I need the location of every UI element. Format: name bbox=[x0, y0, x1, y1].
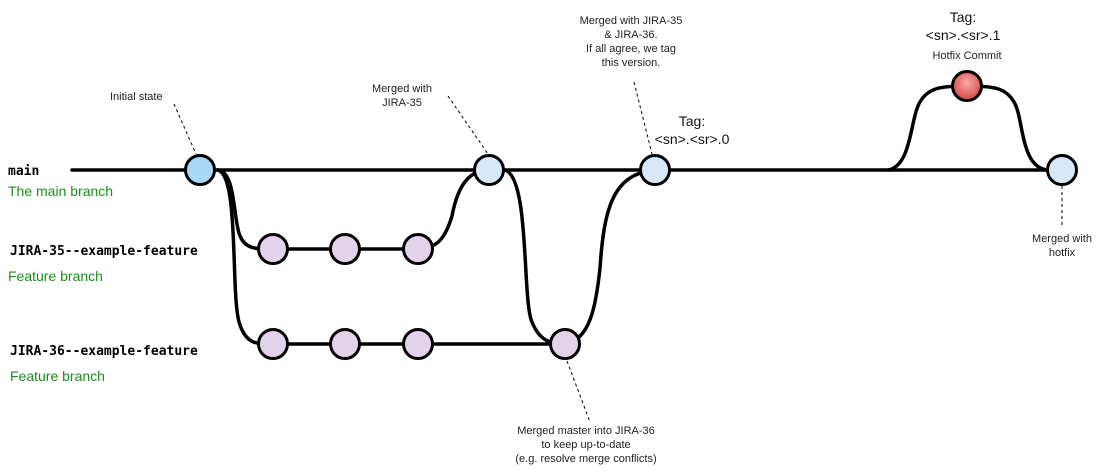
merged-hotfix-note-line2: hotfix bbox=[1049, 247, 1076, 259]
jira36-branch-name: JIRA-36--example-feature bbox=[10, 344, 198, 359]
merged-jira35-36-leader bbox=[633, 81, 653, 155]
main-into-jira36-line bbox=[503, 168, 567, 346]
merged-jira35-leader bbox=[447, 95, 489, 155]
merge-hotfix-commit bbox=[1046, 154, 1078, 186]
tag-0-label: Tag: bbox=[679, 113, 705, 129]
jira35-commit-3 bbox=[402, 233, 434, 265]
jira36-into-main-line bbox=[563, 168, 657, 346]
merged-hotfix-note-line1: Merged with bbox=[1032, 233, 1092, 245]
tag-1-version: <sn>.<sr>.1 bbox=[926, 27, 1001, 43]
initial-commit bbox=[184, 154, 216, 186]
jira36-merge-master-commit bbox=[549, 328, 581, 360]
initial-state-leader bbox=[173, 103, 197, 155]
merged-jira35-36-note-line4: this version. bbox=[602, 57, 661, 69]
merged-master-note-line2: to keep up-to-date bbox=[541, 439, 630, 451]
main-branch-description: The main branch bbox=[8, 183, 113, 199]
initial-state-note: Initial state bbox=[110, 91, 163, 103]
jira36-commit-3 bbox=[402, 328, 434, 360]
jira35-branch-name: JIRA-35--example-feature bbox=[10, 244, 198, 259]
merged-jira35-36-note-line3: If all agree, we tag bbox=[586, 43, 676, 55]
tag-0-commit bbox=[639, 154, 671, 186]
tag-0-version: <sn>.<sr>.0 bbox=[655, 131, 730, 147]
merged-master-leader bbox=[566, 360, 591, 423]
jira36-commit-1 bbox=[257, 328, 289, 360]
merged-jira35-note-line2: JIRA-35 bbox=[382, 97, 422, 109]
merged-master-note-line1: Merged master into JIRA-36 bbox=[517, 425, 655, 437]
hotfix-commit bbox=[951, 70, 983, 102]
jira36-commit-2 bbox=[329, 328, 361, 360]
hotfix-commit-label: Hotfix Commit bbox=[932, 50, 1001, 62]
jira35-commit-2 bbox=[329, 233, 361, 265]
jira36-branch-description: Feature branch bbox=[10, 368, 105, 384]
merged-jira35-36-note-line1: Merged with JIRA-35 bbox=[580, 15, 683, 27]
tag-1-label: Tag: bbox=[950, 9, 976, 25]
merged-jira35-36-note-line2: & JIRA-36. bbox=[604, 29, 657, 41]
merged-master-note-line3: (e.g. resolve merge conflicts) bbox=[515, 453, 656, 465]
main-branch-name: main bbox=[8, 164, 39, 179]
merged-jira35-note-line1: Merged with bbox=[372, 83, 432, 95]
merge-jira35-commit bbox=[473, 154, 505, 186]
jira35-commit-1 bbox=[257, 233, 289, 265]
jira35-branch-description: Feature branch bbox=[8, 268, 103, 284]
